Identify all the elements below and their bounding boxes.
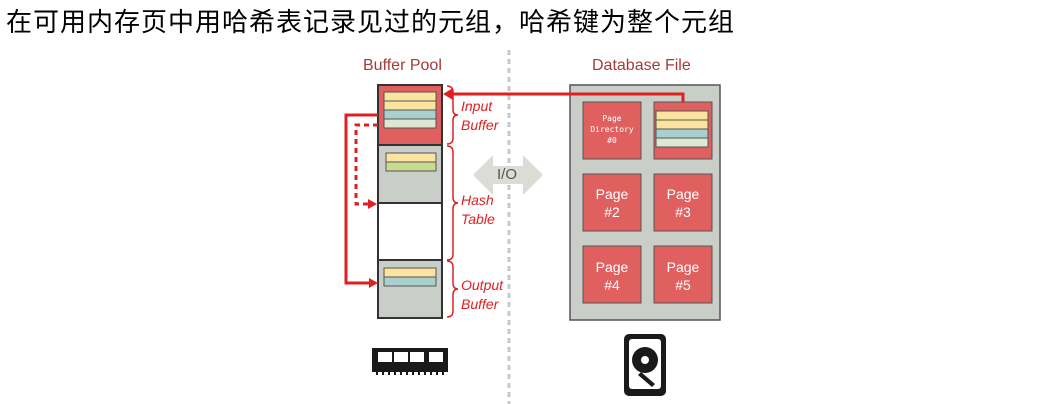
memory-icon bbox=[372, 348, 448, 375]
page-2 bbox=[582, 173, 642, 232]
page-5-label: Page#5 bbox=[666, 259, 700, 293]
page-4 bbox=[582, 245, 642, 304]
page-5 bbox=[653, 245, 713, 304]
hash-table-label: Hash Table bbox=[461, 192, 495, 227]
page-3 bbox=[653, 173, 713, 232]
database-file-label: Database File bbox=[592, 57, 691, 74]
hash-table-page-2 bbox=[377, 202, 443, 261]
page-2-label: Page#2 bbox=[595, 186, 629, 220]
io-label: I/O bbox=[497, 166, 518, 183]
page-directory bbox=[582, 101, 642, 160]
input-buffer-label: Input Buffer bbox=[461, 98, 499, 133]
read-page-arrow bbox=[452, 92, 685, 102]
buffer-pool bbox=[377, 84, 443, 319]
page-3-label: Page#3 bbox=[666, 186, 700, 220]
io-arrow bbox=[473, 155, 543, 195]
slide-title: 在可用内存页中用哈希表记录见过的元组，哈希键为整个元组 bbox=[6, 8, 736, 38]
flow-arrows bbox=[344, 113, 378, 288]
input-to-output-arrow bbox=[344, 113, 378, 285]
buffer-pool-label: Buffer Pool bbox=[363, 57, 442, 74]
input-to-hash-arrow bbox=[354, 123, 378, 206]
annotation-braces bbox=[446, 85, 459, 318]
output-buffer-label: Output Buffer bbox=[461, 277, 504, 312]
page-directory-text: Page Directory #0 bbox=[590, 114, 634, 145]
page-4-label: Page#4 bbox=[595, 259, 629, 293]
hard-disk-icon bbox=[624, 334, 666, 396]
